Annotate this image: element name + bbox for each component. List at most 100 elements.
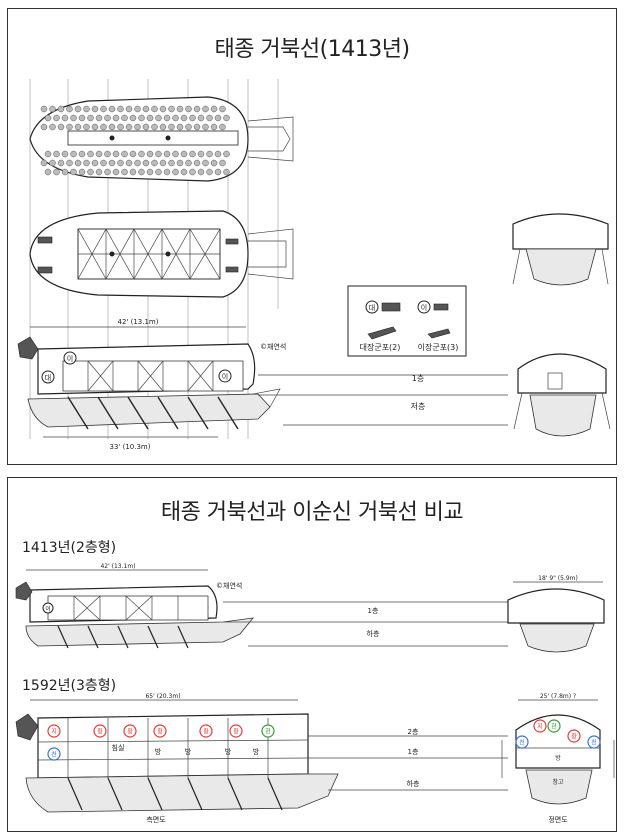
hull-stud <box>180 150 188 158</box>
badge-text: 황 <box>571 733 577 741</box>
hull-stud <box>142 105 150 113</box>
hull-stud <box>214 150 222 158</box>
hull-stud <box>151 123 158 131</box>
hull-stud <box>83 159 90 167</box>
badge-circle <box>261 724 275 738</box>
hull-stud <box>49 105 56 113</box>
hull-stud <box>223 114 230 122</box>
hull-stud <box>121 168 128 176</box>
hull-stud <box>100 105 107 113</box>
svg-text:이: 이 <box>67 354 73 363</box>
hull-stud <box>185 105 192 113</box>
hull-stud <box>40 159 48 167</box>
hull-stud <box>44 168 52 176</box>
svg-text:이: 이 <box>222 372 228 381</box>
level-2-1592: 2층 <box>408 727 419 736</box>
legend-badge-small: 이 <box>421 303 427 312</box>
small-cannon-icon <box>433 303 449 311</box>
hull-stud <box>159 105 167 113</box>
side-view-label: 측면도 <box>146 815 166 824</box>
hull-stud <box>129 114 137 122</box>
hull-stud <box>44 150 52 158</box>
hull-stud <box>108 105 116 113</box>
hull-stud <box>185 123 192 131</box>
hull-stud <box>185 159 192 167</box>
hull-stud <box>151 105 158 113</box>
hull-stud <box>53 150 60 158</box>
hull-stud <box>40 123 48 131</box>
badge-circle <box>153 724 167 738</box>
hull-stud <box>138 150 145 158</box>
hull-stud <box>172 114 179 122</box>
hull-stud <box>70 114 77 122</box>
hull-stud <box>40 105 48 113</box>
hull-stud <box>193 105 201 113</box>
hull-stud <box>49 123 56 131</box>
hull-stud <box>223 150 230 158</box>
hull-stud <box>53 114 60 122</box>
badge-text: 천 <box>591 739 597 747</box>
dim-upper: 42' (13.1m) <box>118 318 159 326</box>
front-view-label: 정면도 <box>548 815 568 824</box>
hull-stud <box>142 159 150 167</box>
badge-text: 황 <box>127 728 133 736</box>
badge-circle <box>47 747 61 761</box>
badge-circle <box>567 729 581 743</box>
hull-stud <box>223 168 230 176</box>
top-view-hull <box>29 96 294 182</box>
hull-stud <box>142 123 150 131</box>
legend-badge-big: 대 <box>369 304 375 312</box>
hull-stud <box>91 159 99 167</box>
hull-stud <box>151 159 158 167</box>
hull-stud <box>172 168 179 176</box>
hull-stud <box>219 159 226 167</box>
hull-stud <box>168 159 175 167</box>
badge-circle <box>93 724 107 738</box>
top-diagram: 42' (13.1m) 33' (10.3m) ©채연석 <box>17 79 611 451</box>
badge-text: 황 <box>157 728 163 736</box>
deck-view-hull <box>29 210 294 298</box>
hull-stud <box>214 168 222 176</box>
dim-lower: 33' (10.3m) <box>110 443 151 451</box>
hull-stud <box>70 150 77 158</box>
hull-stud <box>61 168 69 176</box>
hull-stud <box>176 123 184 131</box>
hull-stud <box>163 114 171 122</box>
dragon-head-1413-icon <box>15 581 33 601</box>
hull-stud <box>172 150 179 158</box>
badge-text: 지 <box>537 723 543 731</box>
hull-stud <box>91 123 99 131</box>
level-1-1592: 1층 <box>408 747 419 756</box>
badge-circle <box>587 735 601 749</box>
hull-stud <box>104 114 111 122</box>
hull-stud <box>163 168 171 176</box>
hull-stud <box>214 114 222 122</box>
badge-text: 현 <box>551 723 557 731</box>
hull-stud <box>74 105 82 113</box>
hull-stud <box>197 114 205 122</box>
hull-stud <box>129 168 137 176</box>
hull-stud <box>146 168 154 176</box>
badge-text: 지 <box>51 728 57 736</box>
hull-stud <box>219 123 226 131</box>
hull-stud <box>202 123 209 131</box>
dim-1592: 65' (20.3m) <box>145 693 180 700</box>
level-low-1592: 하층 <box>407 779 420 788</box>
side-view-1413: 42' (13.1m) 이 ©채연석 <box>15 563 254 649</box>
big-cannon-label: 대장군포(2) <box>360 342 401 352</box>
hull-stud <box>95 150 103 158</box>
room-label: 방 <box>185 747 192 756</box>
hull-stud <box>180 114 188 122</box>
hull-stud <box>112 150 120 158</box>
hull-stud <box>112 114 120 122</box>
cannon-legend: 대 이 대장군포(2) 이장군포(3) <box>347 285 467 357</box>
hull-stud <box>155 150 162 158</box>
hull-stud <box>83 105 90 113</box>
section-1592-label: 1592년(3층형) <box>22 678 116 694</box>
room-label: 방 <box>253 747 260 756</box>
room-label: 방 <box>155 747 162 756</box>
hull-stud <box>189 168 196 176</box>
